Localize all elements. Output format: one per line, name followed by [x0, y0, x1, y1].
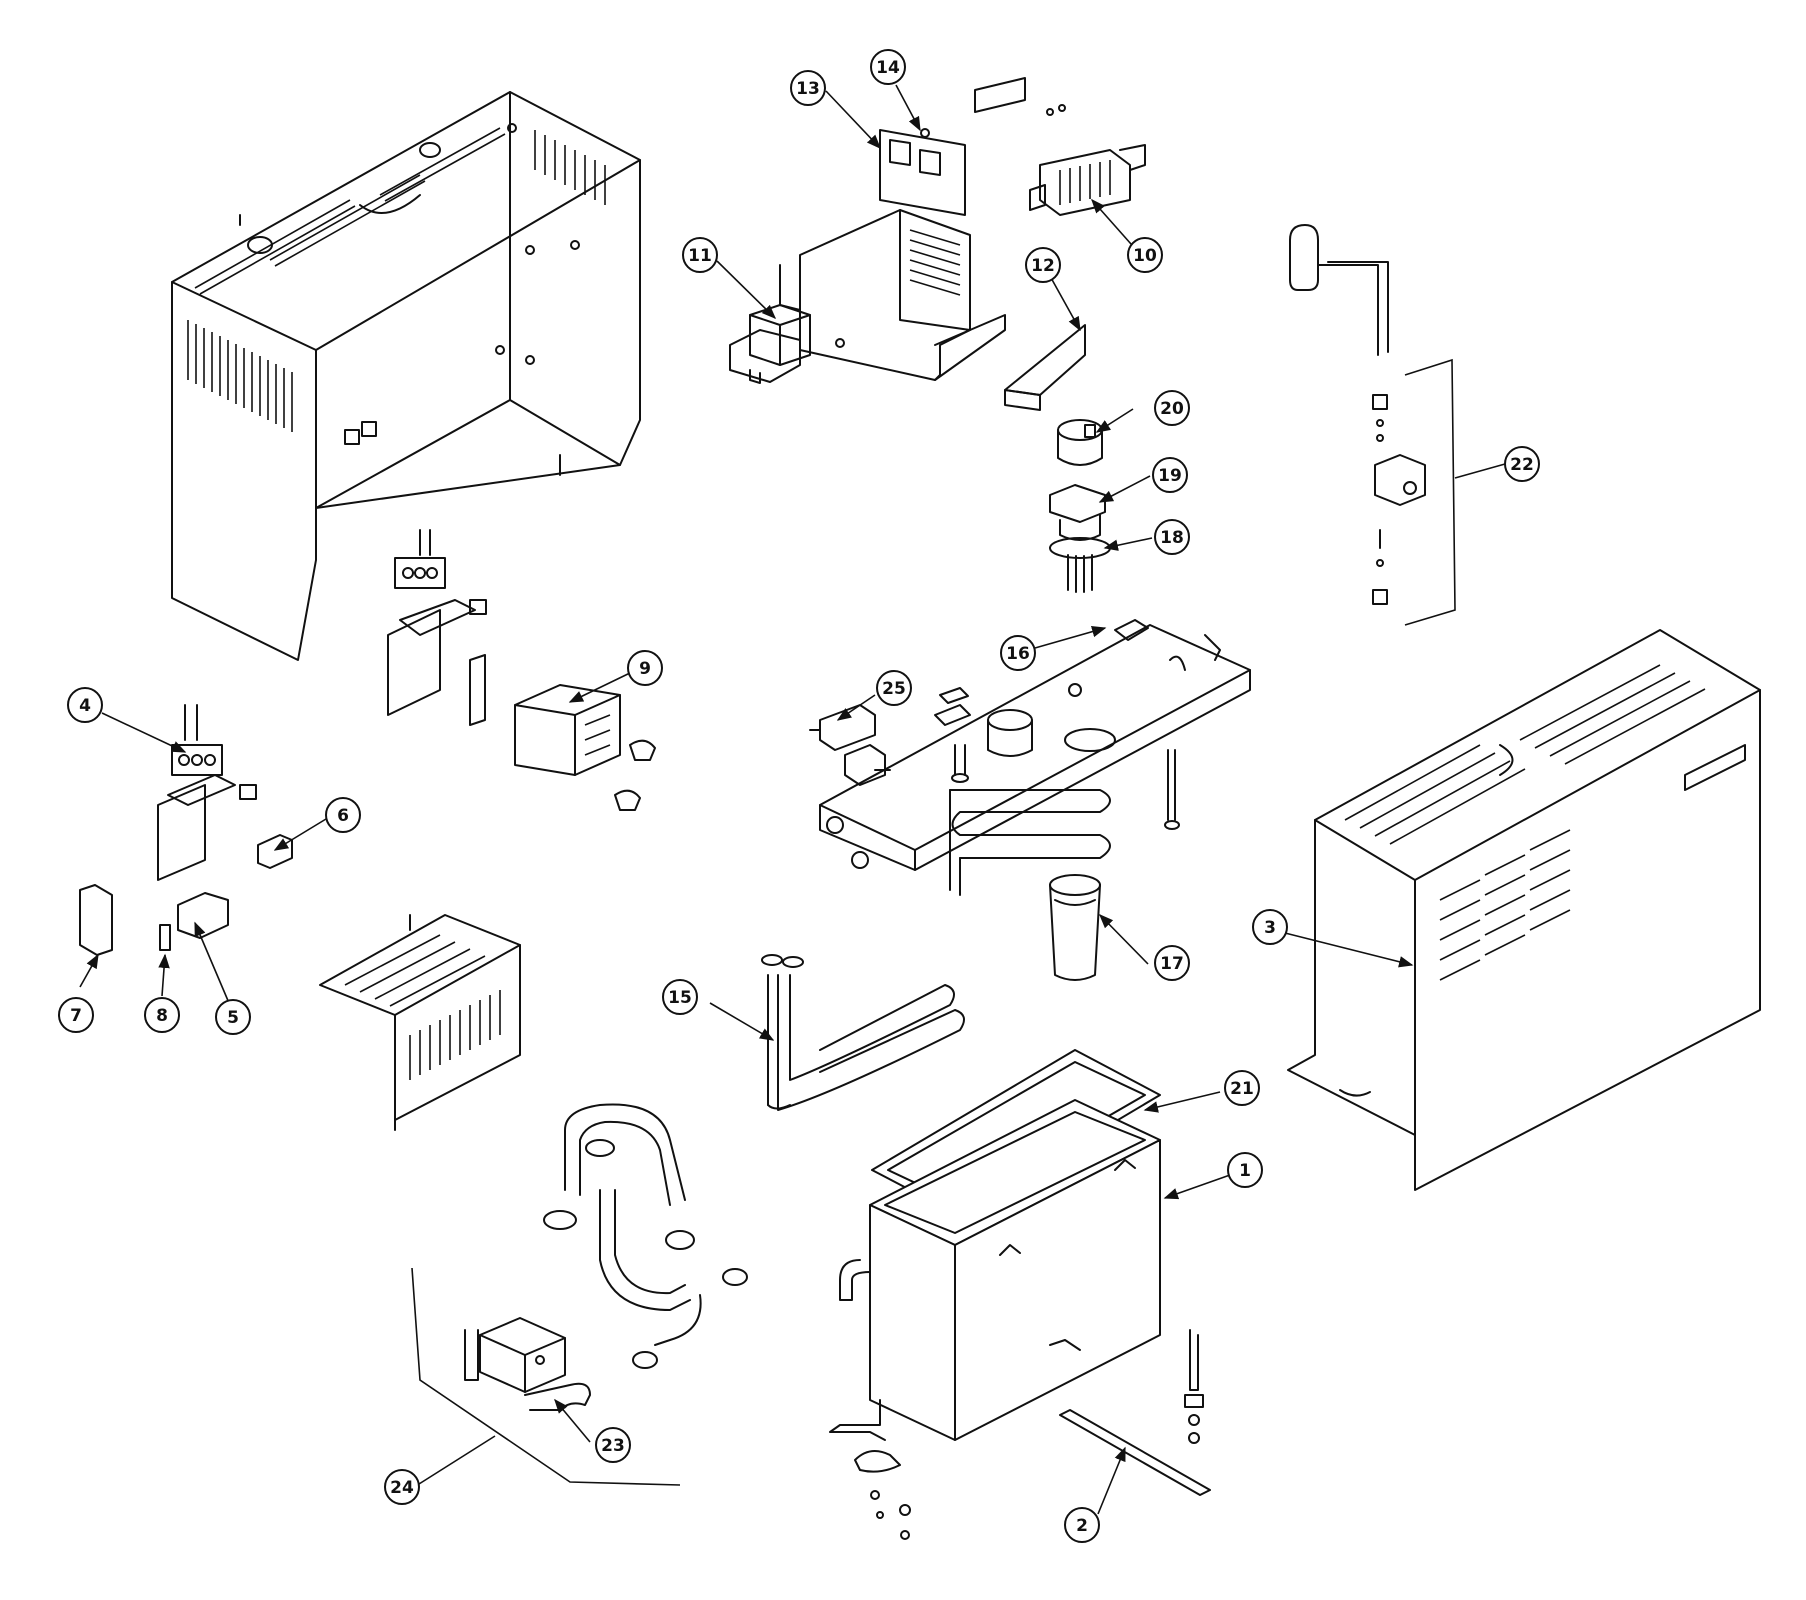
fill-valve-22 — [1289, 224, 1426, 605]
cap-19 — [1049, 484, 1106, 541]
svg-text:22: 22 — [1510, 455, 1534, 475]
leader-lines — [79, 84, 1506, 1515]
solenoid-valve-25 — [809, 687, 971, 786]
rear-cabinet-side-vents — [187, 320, 293, 432]
front-cover-top-vents — [1344, 664, 1706, 845]
callout-4: 4 — [67, 687, 103, 723]
heater-element-top — [949, 789, 1111, 896]
bracket-22 — [1404, 358, 1456, 626]
svg-text:21: 21 — [1230, 1079, 1254, 1099]
coil-20 — [1057, 419, 1103, 466]
callout-21: 21 — [1224, 1070, 1260, 1106]
filter-17 — [1049, 874, 1101, 981]
callout-13: 13 — [790, 70, 826, 106]
lower-mount-plate — [319, 914, 521, 1131]
callout-15: 15 — [662, 979, 698, 1015]
svg-text:20: 20 — [1160, 399, 1184, 419]
bracket-upper-mid — [387, 529, 487, 726]
callout-19: 19 — [1152, 457, 1188, 493]
mount-bracket-left — [157, 774, 257, 881]
insulator-12 — [1004, 324, 1086, 411]
svg-text:10: 10 — [1133, 246, 1157, 266]
heating-element-15 — [761, 954, 965, 1111]
callout-17: 17 — [1154, 945, 1190, 981]
svg-text:16: 16 — [1006, 644, 1030, 664]
svg-text:24: 24 — [390, 1478, 414, 1498]
callout-14: 14 — [870, 49, 906, 85]
svg-text:3: 3 — [1264, 918, 1276, 938]
fuse-8 — [159, 924, 171, 951]
callout-7: 7 — [58, 997, 94, 1033]
tank-clamps — [854, 1450, 911, 1540]
svg-text:2: 2 — [1076, 1516, 1088, 1536]
svg-text:23: 23 — [601, 1436, 625, 1456]
transformer-11 — [729, 304, 845, 384]
relay-6 — [257, 834, 293, 869]
svg-text:1: 1 — [1239, 1161, 1251, 1181]
svg-text:13: 13 — [796, 79, 820, 99]
callout-6: 6 — [325, 797, 361, 833]
callout-10: 10 — [1127, 237, 1163, 273]
svg-text:14: 14 — [876, 58, 900, 78]
svg-text:12: 12 — [1031, 256, 1055, 276]
callout-18: 18 — [1154, 519, 1190, 555]
callout-3: 3 — [1252, 909, 1288, 945]
rear-cabinet-panel — [171, 91, 641, 661]
relay-5 — [177, 892, 229, 939]
callout-20: 20 — [1154, 390, 1190, 426]
svg-text:25: 25 — [882, 679, 906, 699]
svg-text:11: 11 — [688, 246, 712, 266]
svg-text:6: 6 — [337, 806, 349, 826]
top-plate-16 — [819, 619, 1251, 871]
svg-text:15: 15 — [668, 988, 692, 1008]
drain-pump-23 — [464, 1317, 591, 1411]
terminal-block-4 — [171, 704, 223, 776]
callout-23: 23 — [595, 1427, 631, 1463]
svg-text:4: 4 — [79, 696, 91, 716]
svg-text:5: 5 — [227, 1008, 239, 1028]
front-cover-side-louvers — [1439, 829, 1571, 981]
steam-tank-1 — [829, 1099, 1161, 1441]
callout-8: 8 — [144, 997, 180, 1033]
callout-5: 5 — [215, 999, 251, 1035]
drain-rod-2 — [1059, 1329, 1211, 1496]
callout-12: 12 — [1025, 247, 1061, 283]
gasket-18 — [1049, 537, 1111, 593]
callout-24: 24 — [384, 1469, 420, 1505]
svg-text:7: 7 — [70, 1006, 82, 1026]
terminal-block-10 — [1029, 144, 1146, 216]
svg-text:19: 19 — [1158, 466, 1182, 486]
callout-22: 22 — [1504, 446, 1540, 482]
callout-9: 9 — [627, 650, 663, 686]
probes — [951, 744, 1180, 830]
rear-cabinet-right-vents — [534, 130, 606, 205]
svg-text:17: 17 — [1160, 954, 1184, 974]
callouts: 1 2 3 4 5 6 7 8 9 10 11 12 13 14 15 16 1… — [58, 49, 1540, 1543]
hoses — [543, 1103, 748, 1369]
bracket-24 — [411, 1267, 681, 1486]
callout-25: 25 — [876, 670, 912, 706]
rear-cabinet-top-vents — [194, 127, 506, 295]
callout-2: 2 — [1064, 1507, 1100, 1543]
callout-1: 1 — [1227, 1152, 1263, 1188]
front-cover-3 — [1287, 629, 1761, 1191]
contactor-9 — [514, 684, 656, 811]
fuse-holder-7 — [79, 884, 113, 956]
svg-text:9: 9 — [639, 659, 651, 679]
callout-16: 16 — [1000, 635, 1036, 671]
control-board-assembly — [779, 77, 1066, 381]
svg-text:18: 18 — [1160, 528, 1184, 548]
svg-text:8: 8 — [156, 1006, 168, 1026]
callout-11: 11 — [682, 237, 718, 273]
